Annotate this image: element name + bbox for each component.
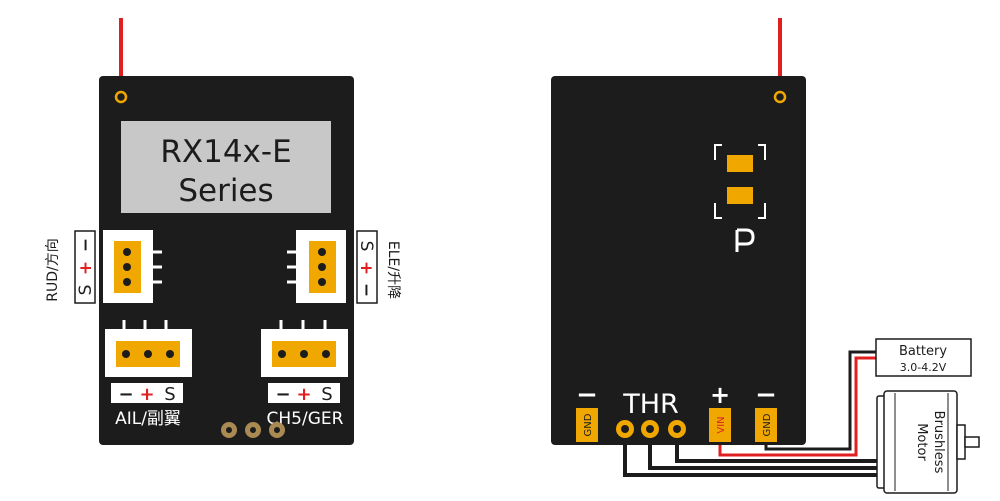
gnd-pad-left: [576, 408, 598, 442]
smd-component: [714, 144, 766, 252]
thr-pad-hole: [673, 425, 681, 433]
gnd-minus-sign: −: [576, 380, 598, 410]
model-title: RX14x-E: [160, 134, 291, 170]
ele-legend-box: [356, 230, 378, 304]
rud-pin: [123, 263, 131, 271]
ail-pin: [166, 350, 174, 358]
gnd-wire: [764, 350, 878, 451]
battery: Battery 3.0-4.2V: [875, 338, 972, 377]
model-label-box: [121, 121, 331, 213]
ele-minus-label: −: [356, 283, 376, 297]
vin-pad-label: VIN: [716, 416, 727, 433]
rud-pin: [123, 278, 131, 286]
ch5-pin: [322, 350, 330, 358]
ch5-legend-box: [268, 383, 340, 403]
motor-label-line2: Motor: [914, 423, 929, 461]
rud-s-label: S: [76, 285, 96, 296]
ch5-pin: [300, 350, 308, 358]
vin-plus-sign: +: [710, 381, 730, 409]
ch5-minus-label: −: [275, 384, 290, 405]
ail-connector: [105, 320, 192, 377]
ch5-channel-label: CH5/GER: [267, 409, 344, 429]
ele-pin: [318, 278, 326, 286]
right-board: − GND THR + VIN − GND Battery 3.0-4.2V: [551, 18, 980, 494]
ail-legend-box: [111, 383, 183, 403]
rud-pin-legend: − + S: [74, 230, 96, 304]
vin-pad: [709, 408, 731, 442]
gnd-minus-sign-right: −: [755, 380, 777, 410]
ail-s-label: S: [164, 384, 175, 405]
left-antenna-hole: [114, 90, 128, 104]
ch5-s-label: S: [321, 384, 332, 405]
rud-connector: [103, 230, 162, 303]
ail-channel-label: AIL/副翼: [115, 409, 181, 429]
rud-plus-label: +: [76, 261, 96, 275]
rud-channel-label: RUD/方向: [45, 238, 61, 301]
ch5-plus-label: +: [296, 384, 311, 405]
left-board: RX14x-E Series − + S RUD/方向: [45, 18, 401, 445]
component-outline: [714, 144, 766, 160]
component-outline: [714, 203, 766, 219]
vin-wire: [718, 356, 878, 457]
brushless-motor: Brushless Motor: [876, 390, 980, 494]
bind-pad-hole: [250, 427, 256, 433]
ele-connector: [287, 230, 346, 303]
gnd-pad-right: [755, 408, 777, 442]
ch5-connector: [261, 320, 348, 377]
rud-pin: [123, 248, 131, 256]
battery-voltage: 3.0-4.2V: [900, 361, 947, 374]
ele-s-label: S: [356, 241, 376, 252]
ail-pin-legend: − + S: [111, 383, 183, 405]
gnd-pad-left-label: GND: [583, 413, 594, 436]
ele-channel-label: ELE/升降: [385, 241, 401, 299]
bind-pad-hole: [226, 427, 232, 433]
ail-pin: [122, 350, 130, 358]
thr-label: THR: [622, 389, 679, 420]
ele-pin: [318, 263, 326, 271]
bind-pad-hole: [274, 427, 280, 433]
thr-pad-hole: [621, 425, 629, 433]
polarity-p-marking: [735, 228, 755, 252]
component-pad: [727, 187, 753, 204]
thr-pad-hole: [646, 425, 654, 433]
motor-shaft: [964, 436, 980, 448]
battery-label: Battery: [899, 344, 947, 359]
rud-legend-box: [74, 230, 96, 304]
ele-plus-label: +: [356, 261, 376, 275]
ele-pin: [318, 248, 326, 256]
ail-pin: [144, 350, 152, 358]
ele-pin-legend: S + −: [356, 230, 378, 304]
ch5-pin-legend: − + S: [268, 383, 340, 405]
gnd-pad-right-label: GND: [762, 413, 773, 436]
model-subtitle: Series: [178, 173, 273, 209]
rud-minus-label: −: [76, 238, 96, 252]
motor-label-line1: Brushless: [931, 411, 946, 474]
component-pad: [727, 155, 753, 172]
ch5-pin: [278, 350, 286, 358]
motor-flange: [956, 424, 966, 460]
power-pads: − GND THR + VIN − GND: [576, 380, 777, 442]
battery-box: [875, 338, 972, 377]
ail-minus-label: −: [118, 384, 133, 405]
ail-plus-label: +: [139, 384, 154, 405]
bind-pads: [221, 422, 285, 438]
right-antenna-hole: [773, 90, 787, 104]
